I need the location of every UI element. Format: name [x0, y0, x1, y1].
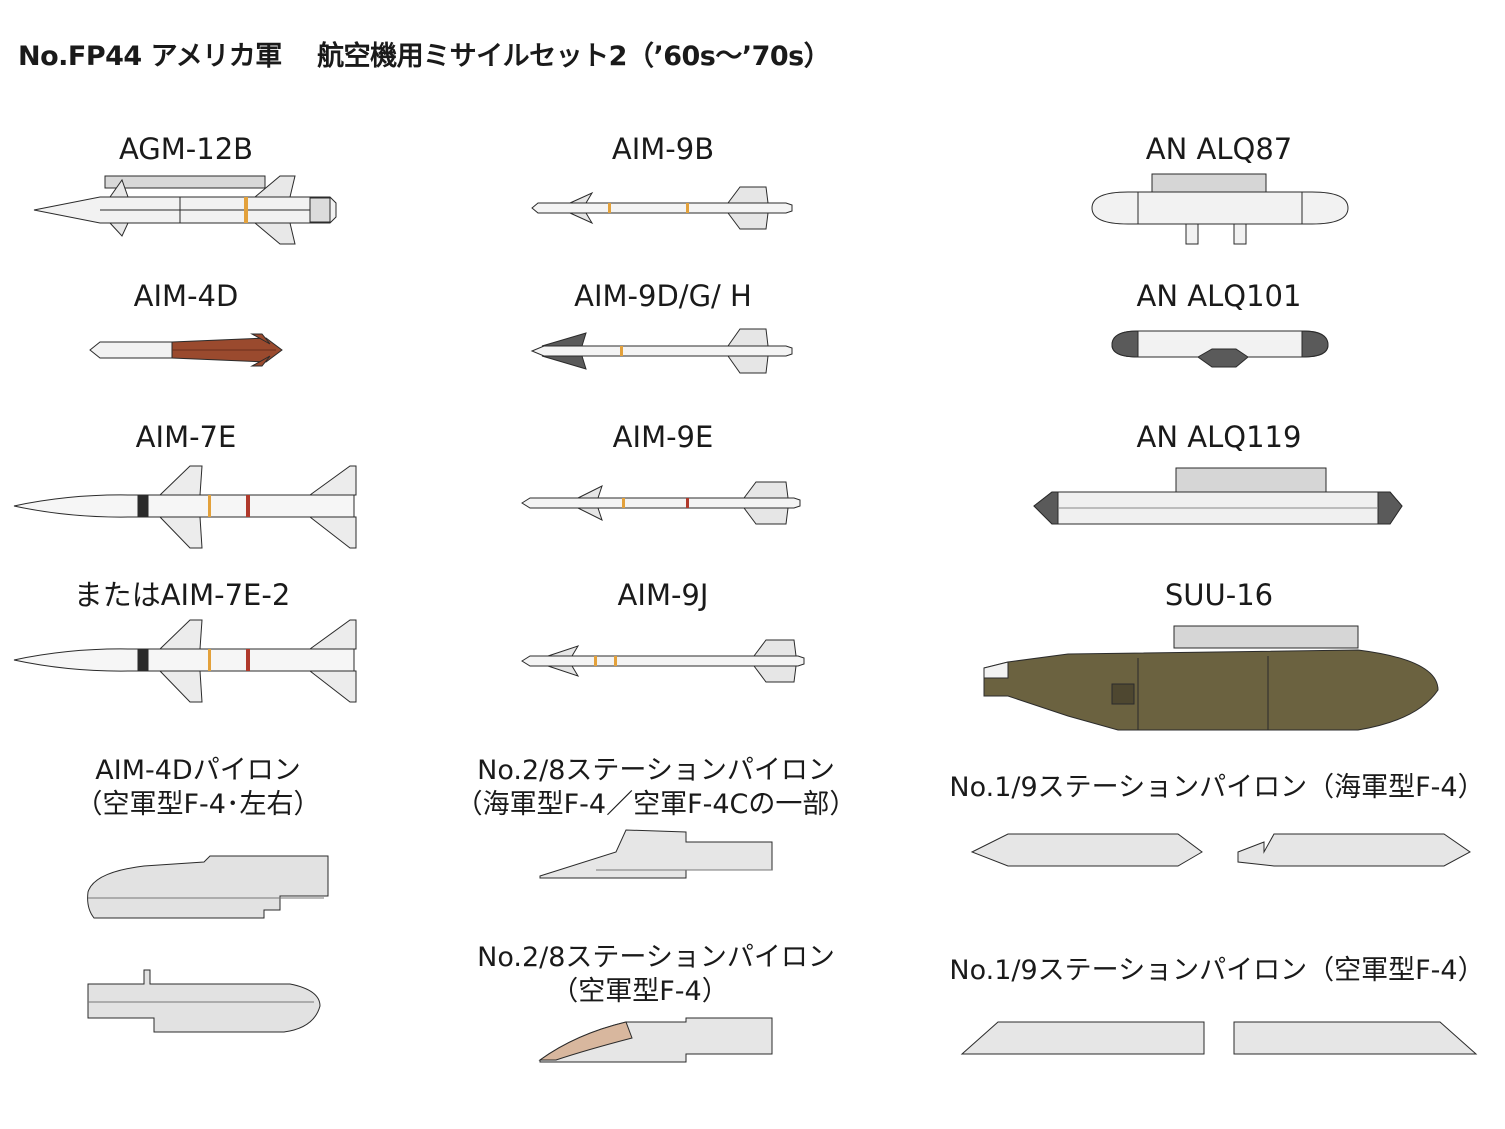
- an-alq87-pod-illustration: [1091, 173, 1349, 245]
- an-alq119-pod-illustration: [1033, 467, 1403, 525]
- agm-12b-missile-illustration: [33, 175, 337, 245]
- label-aim-7e-2: またはAIM-7E-2: [73, 578, 291, 612]
- pylon-no2-8-navy-illustration: [539, 829, 773, 879]
- label-aim-9e: AIM-9E: [612, 420, 714, 454]
- aim-9e-missile-illustration: [521, 481, 801, 525]
- label-aim-9dgh: AIM-9D/G/ H: [574, 279, 752, 313]
- pylon-no1-9-af-left-illustration: [960, 1021, 1205, 1055]
- label-pylon-28-af-line2: （空軍型F-4）: [551, 976, 729, 1007]
- label-an-alq101: AN ALQ101: [1136, 279, 1302, 313]
- label-an-alq119: AN ALQ119: [1136, 420, 1302, 454]
- aim-4d-pylon-upper-illustration: [87, 855, 329, 919]
- label-pylon-19-navy: No.1/9ステーションパイロン（海軍型F-4）: [949, 772, 1485, 803]
- aim-7e-missile-illustration: [13, 465, 357, 549]
- aim-7e-2-missile-illustration: [13, 619, 357, 703]
- label-pylon-28-navy-line1: No.2/8ステーションパイロン: [477, 755, 835, 786]
- pylon-no1-9-navy-left-illustration: [970, 833, 1203, 867]
- label-pylon-19-af: No.1/9ステーションパイロン（空軍型F-4）: [949, 955, 1485, 986]
- label-suu-16: SUU-16: [1164, 578, 1274, 612]
- aim-4d-pylon-lower-illustration: [87, 969, 321, 1033]
- label-agm-12b: AGM-12B: [118, 132, 254, 166]
- label-aim-9j: AIM-9J: [617, 578, 709, 612]
- an-alq101-pod-illustration: [1111, 330, 1329, 368]
- aim-9b-missile-illustration: [531, 186, 793, 230]
- aim-9j-missile-illustration: [521, 639, 805, 683]
- label-pylon-28-navy-line2: （海軍型F-4／空軍F-4Cの一部）: [455, 789, 857, 820]
- pylon-no1-9-navy-right-illustration: [1237, 833, 1471, 867]
- label-aim-9b: AIM-9B: [611, 132, 715, 166]
- label-pylon-aim4d-line1: AIM-4Dパイロン: [95, 755, 301, 786]
- label-pylon-28-af-line1: No.2/8ステーションパイロン: [477, 942, 835, 973]
- label-aim-7e: AIM-7E: [135, 420, 237, 454]
- pylon-no1-9-af-right-illustration: [1233, 1021, 1478, 1055]
- page-title: No.FP44 アメリカ軍 航空機用ミサイルセット2（’60s〜’70s）: [18, 41, 831, 72]
- aim-4d-missile-illustration: [89, 333, 283, 367]
- suu-16-gun-pod-illustration: [983, 625, 1439, 731]
- aim-9dgh-missile-illustration: [530, 328, 793, 374]
- pylon-no2-8-af-illustration: [538, 1017, 773, 1063]
- label-aim-4d: AIM-4D: [133, 279, 239, 313]
- label-an-alq87: AN ALQ87: [1145, 132, 1293, 166]
- label-pylon-aim4d-line2: （空軍型F-4･左右）: [75, 789, 321, 820]
